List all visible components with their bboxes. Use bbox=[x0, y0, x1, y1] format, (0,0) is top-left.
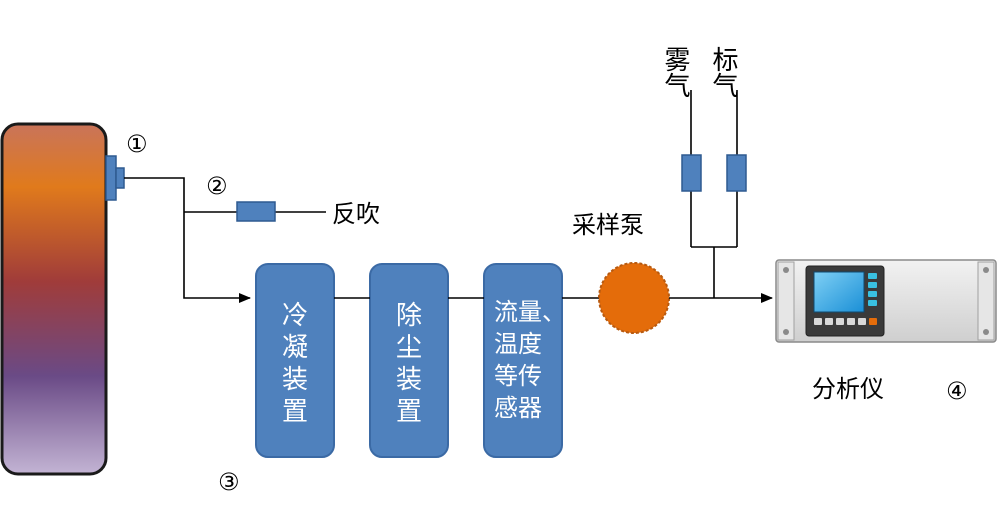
condenser-label-char: 装 bbox=[282, 365, 308, 395]
backflush-valve bbox=[236, 201, 276, 222]
marker-3: ③ bbox=[218, 468, 240, 496]
sensor-label-line: 感器 bbox=[494, 394, 542, 422]
pump-label: 采样泵 bbox=[572, 211, 644, 239]
sensor-label: 流量、 温度 等传 感器 bbox=[494, 298, 566, 422]
dust-label-char: 装 bbox=[396, 365, 422, 395]
stack-body bbox=[0, 122, 108, 476]
dust-label-char: 除 bbox=[396, 301, 422, 331]
probe-head bbox=[115, 167, 125, 189]
mist-gas-valve bbox=[681, 154, 702, 192]
sensor-label-line: 温度 bbox=[494, 330, 542, 358]
condenser-label: 冷 凝 装 置 bbox=[282, 301, 308, 427]
dust-removal-box bbox=[369, 263, 449, 458]
std-gas-valve bbox=[726, 154, 747, 192]
analyzer-label: 分析仪 bbox=[812, 375, 884, 403]
sensor-label-line: 流量、 bbox=[494, 298, 566, 326]
sensor-label-line: 等传 bbox=[494, 362, 542, 390]
sampling-pump bbox=[598, 262, 670, 334]
analyzer-screen bbox=[813, 271, 865, 313]
condenser-label-char: 冷 bbox=[282, 301, 308, 331]
dust-label-char: 置 bbox=[396, 397, 422, 427]
probe-flange bbox=[105, 155, 117, 201]
sample-line bbox=[124, 177, 251, 303]
analyzer-instrument bbox=[775, 259, 997, 343]
std-gas-label: 标气 bbox=[708, 46, 738, 98]
marker-1: ① bbox=[126, 130, 148, 158]
dust-label-char: 尘 bbox=[396, 333, 422, 363]
backflush-label: 反吹 bbox=[332, 200, 380, 228]
condenser-box bbox=[255, 263, 335, 458]
sensor-box bbox=[483, 263, 563, 458]
condenser-label-char: 凝 bbox=[282, 333, 308, 363]
marker-2: ② bbox=[206, 172, 228, 200]
marker-4: ④ bbox=[946, 377, 968, 405]
condenser-label-char: 置 bbox=[282, 397, 308, 427]
dust-removal-label: 除 尘 装 置 bbox=[396, 301, 422, 427]
mist-gas-label: 雾气 bbox=[660, 46, 690, 98]
